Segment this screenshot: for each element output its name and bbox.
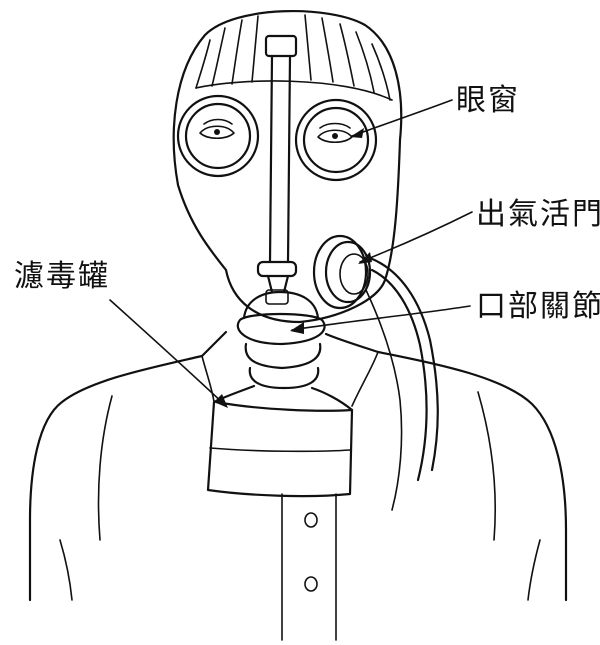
right-eye-window: [294, 98, 378, 182]
label-filter-canister: 濾毒罐: [14, 259, 110, 294]
label-mouth-joint: 口部關節: [476, 289, 600, 324]
filter-canister: [206, 384, 354, 498]
left-eye-window: [176, 94, 260, 178]
shirt-buttons: [304, 512, 318, 592]
head-strap: [256, 34, 298, 305]
mask-hood: [172, 9, 403, 324]
leader-mouth-joint: [290, 305, 471, 334]
mouth-joint: [236, 290, 326, 390]
leader-eye-window: [350, 99, 453, 138]
label-exhale-valve: 出氣活門: [476, 197, 600, 232]
torso: [28, 330, 568, 641]
leader-exhale-valve: [358, 211, 473, 264]
label-eye-window: 眼窗: [456, 83, 520, 118]
leader-filter-canister: [109, 299, 228, 408]
exhale-valve: [312, 234, 439, 511]
